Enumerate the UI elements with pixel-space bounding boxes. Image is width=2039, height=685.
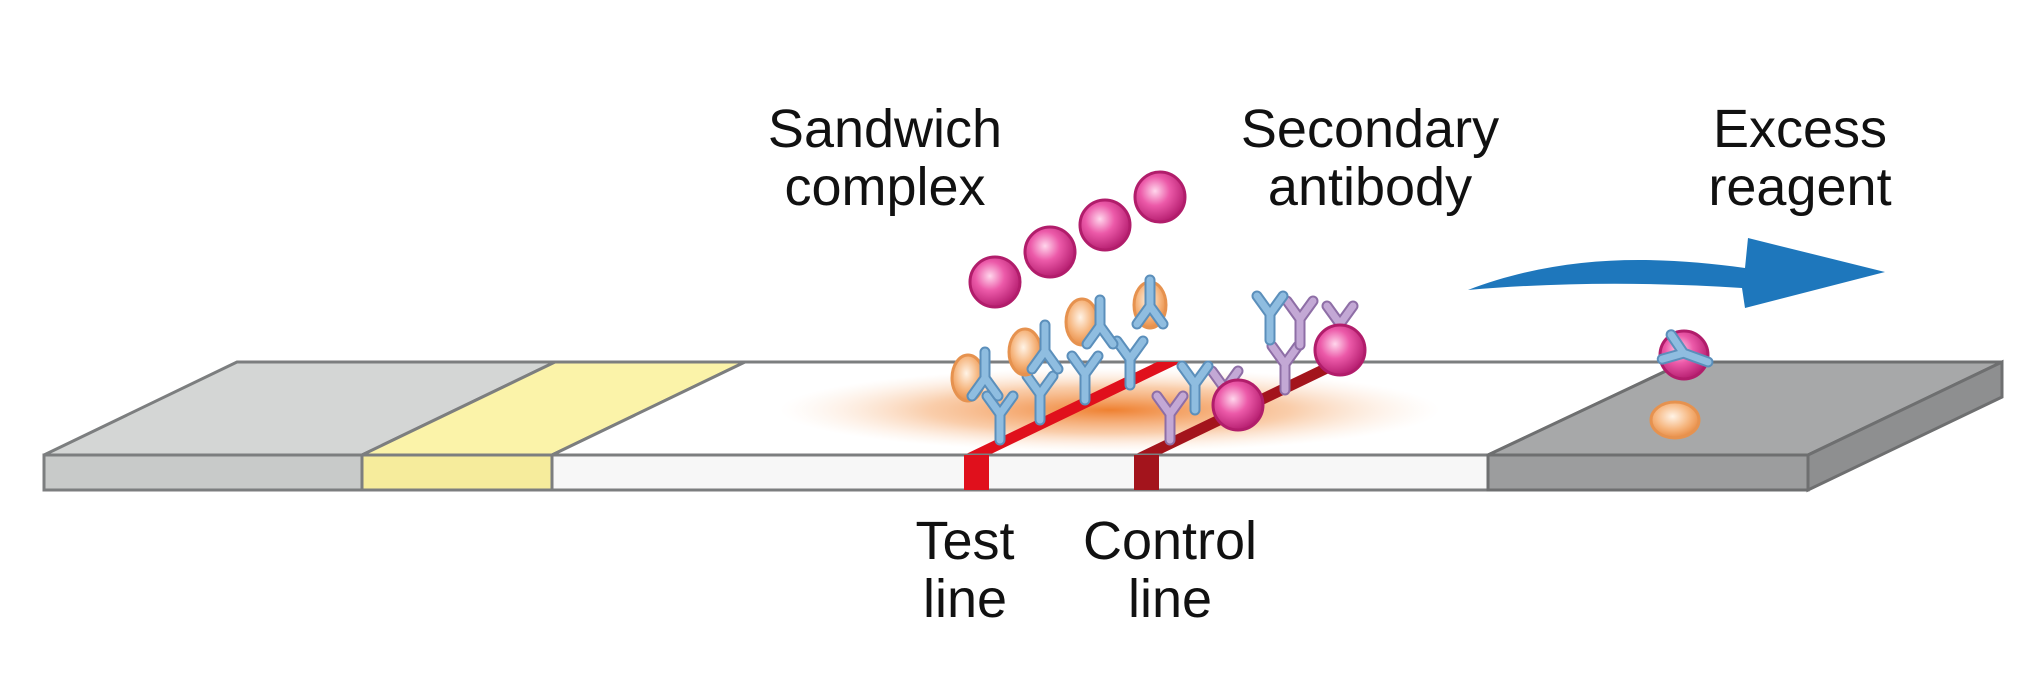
test-strip — [42, 359, 2004, 493]
conjugate-pad-front — [360, 453, 554, 492]
secondary-antibody-label: Secondary antibody — [1240, 99, 1500, 217]
antigen-icon — [1649, 400, 1701, 440]
gold-nanoparticle-icon — [1211, 378, 1265, 432]
test-line-front — [964, 455, 989, 490]
control-line-front — [1134, 455, 1159, 490]
membrane-front — [550, 453, 1490, 492]
gold-nanoparticle-icon — [1133, 170, 1187, 224]
gold-nanoparticle-icon — [1313, 323, 1367, 377]
test-line-label: Test line — [915, 511, 1015, 629]
secondary-antibody-group — [1157, 296, 1367, 440]
arrow-right-icon — [1468, 238, 1885, 308]
sandwich-complex-group — [950, 170, 1187, 440]
control-line-label: Control line — [1082, 511, 1258, 629]
sandwich-complex-label: Sandwich complex — [767, 99, 1003, 217]
sample-pad-front — [42, 453, 364, 492]
gold-nanoparticle-icon — [1078, 198, 1132, 252]
absorbent-pad-side — [1806, 359, 2004, 493]
absorbent-pad-front — [1486, 453, 1810, 492]
excess-reagent-label: Excess reagent — [1708, 99, 1892, 217]
excess-reagent-group — [1649, 331, 1712, 440]
gold-nanoparticle-icon — [968, 255, 1022, 309]
flow-glow — [780, 368, 1440, 452]
gold-nanoparticle-icon — [1023, 225, 1077, 279]
